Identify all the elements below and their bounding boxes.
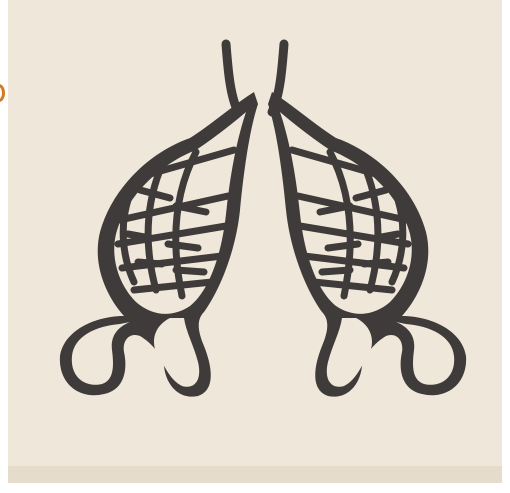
paper-shadow (8, 466, 502, 483)
paper-background (8, 0, 502, 483)
